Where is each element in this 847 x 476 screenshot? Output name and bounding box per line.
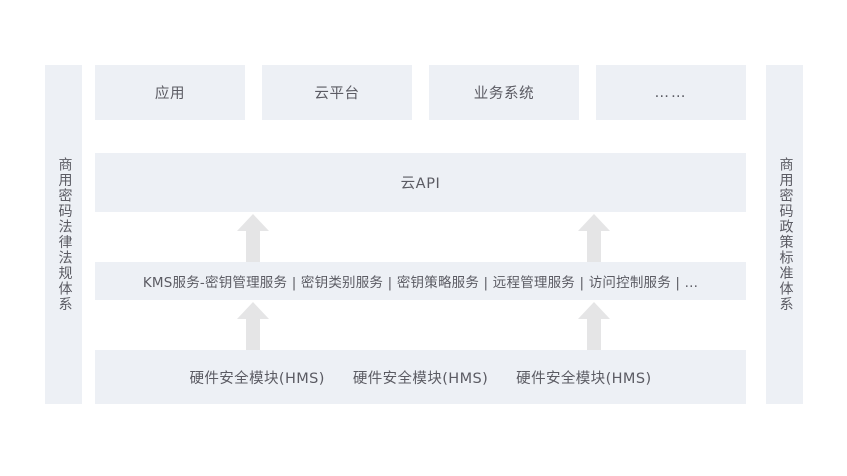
consumer-label-application: 应用 (154, 86, 186, 102)
hardware-module-item-3: 硬件安全模块(HMS) (516, 370, 652, 387)
consumer-label-cloud-platform: 云平台 (314, 86, 360, 102)
arrow-up-icon-hardware-to-kms-right (578, 302, 610, 350)
kms-service-label: KMS服务-密钥管理服务 | 密钥类别服务 | 密钥策略服务 | 远程管理服务 … (142, 275, 699, 291)
hardware-module-band[interactable]: 硬件安全模块(HMS) 硬件安全模块(HMS) 硬件安全模块(HMS) (95, 350, 746, 404)
arrow-up-icon-kms-to-api-right (578, 214, 610, 262)
hardware-module-item-1: 硬件安全模块(HMS) (189, 370, 325, 387)
hardware-module-list: 硬件安全模块(HMS) 硬件安全模块(HMS) 硬件安全模块(HMS) (189, 367, 651, 388)
hardware-module-item-2: 硬件安全模块(HMS) (352, 370, 489, 387)
cloud-api-label: 云API (400, 176, 441, 192)
consumer-box-more[interactable]: …… (596, 65, 746, 120)
left-rail-label: 商用密码法律法规体系 (56, 157, 73, 312)
arrow-up-icon-hardware-to-kms-left (237, 302, 269, 350)
right-rail-policy-standards: 商用密码政策标准体系 (766, 65, 803, 404)
consumer-box-cloud-platform[interactable]: 云平台 (262, 65, 412, 120)
arrow-up-icon-kms-to-api-left (237, 214, 269, 262)
consumer-label-business-system: 业务系统 (473, 86, 535, 102)
right-rail-label: 商用密码政策标准体系 (777, 157, 794, 312)
kms-service-band[interactable]: KMS服务-密钥管理服务 | 密钥类别服务 | 密钥策略服务 | 远程管理服务 … (95, 262, 746, 300)
cloud-api-band[interactable]: 云API (95, 153, 746, 212)
consumer-box-business-system[interactable]: 业务系统 (429, 65, 579, 120)
consumer-layer-row: 应用 云平台 业务系统 …… (95, 65, 746, 120)
consumer-label-more: …… (654, 84, 688, 101)
left-rail-legal-framework: 商用密码法律法规体系 (45, 65, 82, 404)
consumer-box-application[interactable]: 应用 (95, 65, 245, 120)
